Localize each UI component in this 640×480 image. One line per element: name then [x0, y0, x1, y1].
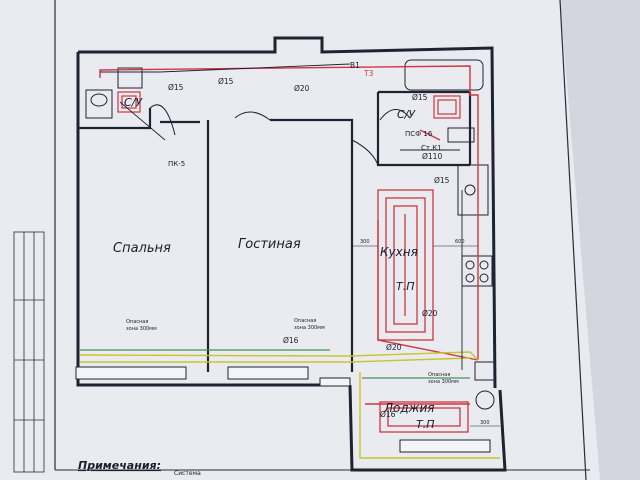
pipe-yellow [79, 351, 500, 459]
pipe-label-d110: Ø110 [422, 152, 442, 161]
pipe-label-d15-c: Ø15 [412, 93, 428, 102]
heated-floor-label-kitchen: Т.П [396, 280, 415, 293]
pipe-label-d16-loggia: Ø16 [380, 410, 396, 419]
room-label-kitchen: Кухня [380, 245, 418, 259]
pipe-label-d16-living: Ø16 [283, 336, 299, 345]
room-label-wc: С/У [124, 96, 143, 109]
room-label-bedroom: Спальня [113, 241, 171, 256]
pipe-label-t3: Т3 [363, 69, 374, 78]
dim-600-kitchen: 600 [455, 239, 465, 245]
danger-zone-label-2: Опасная [294, 318, 316, 324]
danger-zone-label-3: Опасная [428, 372, 450, 378]
heated-floor-label-loggia: Т.П [416, 418, 435, 431]
windows [75, 366, 491, 453]
room-label-bath: С/У [397, 108, 416, 121]
notes-line-1: Система [174, 470, 201, 477]
door-swings [149, 104, 411, 166]
pipe-label-d20-bottom: Ø20 [386, 343, 402, 352]
danger-zone-sub-1: зона 300мм [126, 326, 157, 332]
pipe-green [80, 349, 470, 379]
side-stamp [13, 231, 45, 473]
tag-stk: Ст.К1 [421, 144, 442, 152]
pipe-label-d20-top: Ø20 [294, 84, 310, 93]
danger-zone-label-1: Опасная [126, 319, 148, 325]
notes-title: Примечания: [78, 459, 161, 472]
frame-right [559, 0, 587, 480]
tag-pk: ПК-5 [168, 160, 185, 168]
room-label-living: Гостиная [238, 237, 301, 252]
pipe-black [100, 63, 463, 370]
heated-floor-bath [117, 91, 461, 119]
danger-zone-sub-3: зона 300мм [428, 379, 459, 385]
danger-zone-sub-2: зона 300мм [294, 325, 325, 331]
dim-300-kitchen: 300 [360, 239, 370, 245]
paper-shadow [560, 0, 640, 480]
pipe-label-d20-kitchen: Ø20 [422, 309, 438, 318]
pipe-label-d15-a: Ø15 [168, 83, 184, 92]
tag-psf: ПСФ 16 [405, 130, 433, 138]
pipe-label-v1: В1 [350, 61, 360, 70]
dim-300-loggia: 300 [480, 420, 490, 426]
heated-floor-loggia [379, 401, 469, 433]
outer-walls [76, 36, 507, 472]
pipe-label-d15-kitchen: Ø15 [434, 176, 450, 185]
dimension-lines [352, 245, 500, 427]
room-label-loggia: Лоджия [383, 401, 435, 415]
pipe-label-d15-b: Ø15 [218, 77, 234, 86]
